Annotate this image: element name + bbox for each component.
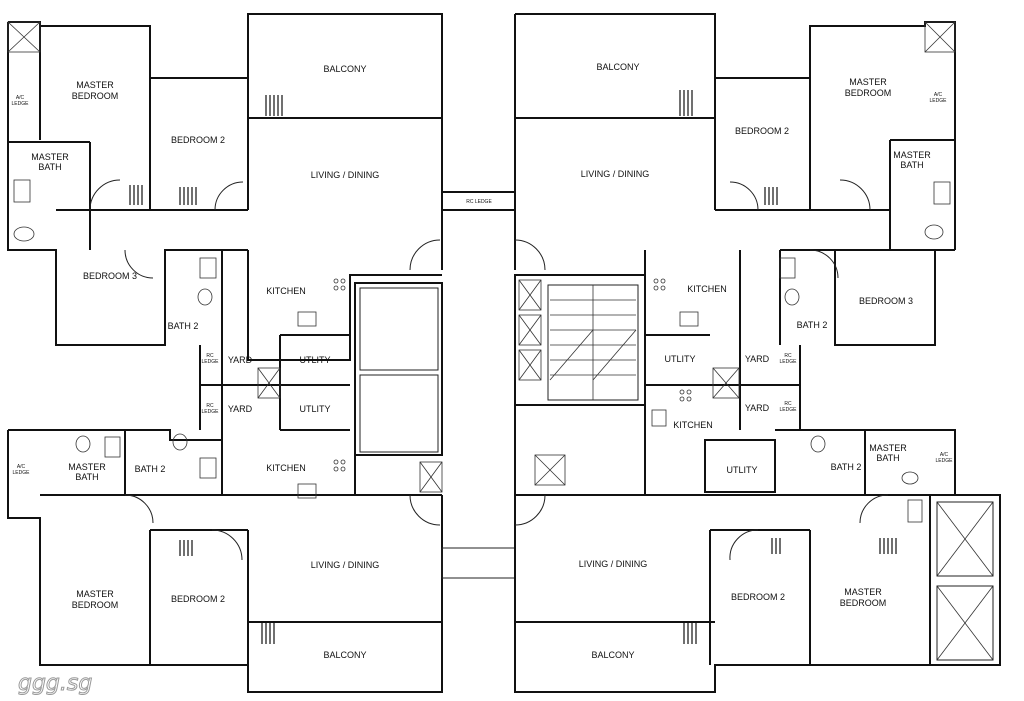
- label-ac-ledge-bottom-right-l2: LEDGE: [936, 458, 954, 464]
- label-ac-ledge-top-left-l2: LEDGE: [12, 101, 30, 107]
- label-rc-ledge-left-1-l1: RC: [206, 353, 214, 359]
- label-living-bottom-left: LIVING / DINING: [311, 560, 380, 570]
- label-master-bath-top-right-l1: MASTER: [893, 150, 931, 160]
- label-ac-ledge-bottom-left-l2: LEDGE: [13, 470, 31, 476]
- label-bedroom3-right: BEDROOM 3: [859, 296, 913, 306]
- label-ac-ledge-top-left-l1: A/C: [16, 95, 25, 101]
- room-labels: BALCONY MASTER BEDROOM BEDROOM 2 LIVING …: [12, 62, 954, 660]
- label-rc-ledge-right-1-l2: LEDGE: [780, 359, 798, 365]
- watermark: ggg.sg: [18, 671, 92, 696]
- label-utility-bottom-left: UTLITY: [299, 404, 330, 414]
- label-balcony-bottom-left: BALCONY: [323, 650, 366, 660]
- label-yard-bottom-right: YARD: [745, 403, 770, 413]
- label-yard-top-left: YARD: [228, 355, 253, 365]
- label-utility-bottom-right: UTLITY: [726, 465, 757, 475]
- label-yard-bottom-left: YARD: [228, 404, 253, 414]
- label-master-bath-bottom-right-l2: BATH: [876, 453, 899, 463]
- label-bedroom3-left: BEDROOM 3: [83, 271, 137, 281]
- label-master-bedroom-bottom-left-l1: MASTER: [76, 589, 114, 599]
- label-master-bedroom-bottom-left-l2: BEDROOM: [72, 600, 119, 610]
- label-rc-ledge-right-2-l1: RC: [784, 401, 792, 407]
- label-rc-ledge-bridge: RC LEDGE: [466, 199, 492, 205]
- label-master-bedroom-top-right-l2: BEDROOM: [845, 88, 892, 98]
- label-bedroom2-top-left: BEDROOM 2: [171, 135, 225, 145]
- label-kitchen-bottom-left: KITCHEN: [266, 463, 306, 473]
- label-ac-ledge-top-right-l2: LEDGE: [930, 98, 948, 104]
- label-master-bedroom-bottom-right-l2: BEDROOM: [840, 598, 887, 608]
- label-bedroom2-bottom-left: BEDROOM 2: [171, 594, 225, 604]
- label-bath2-top-left: BATH 2: [168, 321, 199, 331]
- label-master-bedroom-top-right-l1: MASTER: [849, 77, 887, 87]
- label-rc-ledge-left-2-l2: LEDGE: [202, 409, 220, 415]
- label-yard-top-right: YARD: [745, 354, 770, 364]
- label-rc-ledge-right-1-l1: RC: [784, 353, 792, 359]
- label-master-bedroom-top-left-l2: BEDROOM: [72, 91, 119, 101]
- label-utility-top-left: UTLITY: [299, 355, 330, 365]
- label-ac-ledge-top-right-l1: A/C: [934, 92, 943, 98]
- label-master-bedroom-top-left-l1: MASTER: [76, 80, 114, 90]
- label-kitchen-top-left: KITCHEN: [266, 286, 306, 296]
- label-bedroom2-top-right: BEDROOM 2: [735, 126, 789, 136]
- label-master-bath-top-left-l2: BATH: [38, 162, 61, 172]
- label-bath2-bottom-left: BATH 2: [135, 464, 166, 474]
- label-master-bath-bottom-left-l2: BATH: [75, 472, 98, 482]
- label-living-bottom-right: LIVING / DINING: [579, 559, 648, 569]
- label-rc-ledge-left-2-l1: RC: [206, 403, 214, 409]
- label-master-bedroom-bottom-right-l1: MASTER: [844, 587, 882, 597]
- label-utility-top-right: UTLITY: [664, 354, 695, 364]
- label-balcony-top-right: BALCONY: [596, 62, 639, 72]
- label-master-bath-top-left-l1: MASTER: [31, 152, 69, 162]
- label-rc-ledge-left-1-l2: LEDGE: [202, 359, 220, 365]
- label-master-bath-top-right-l2: BATH: [900, 160, 923, 170]
- walls: [7, 13, 1001, 693]
- fixtures: [7, 21, 994, 661]
- label-ac-ledge-bottom-right-l1: A/C: [940, 452, 949, 458]
- label-rc-ledge-right-2-l2: LEDGE: [780, 407, 798, 413]
- label-living-top-left: LIVING / DINING: [311, 170, 380, 180]
- label-master-bath-bottom-right-l1: MASTER: [869, 443, 907, 453]
- label-balcony-top-left: BALCONY: [323, 64, 366, 74]
- label-bath2-bottom-right: BATH 2: [831, 462, 862, 472]
- label-balcony-bottom-right: BALCONY: [591, 650, 634, 660]
- label-ac-ledge-bottom-left-l1: A/C: [17, 464, 26, 470]
- label-living-top-right: LIVING / DINING: [581, 169, 650, 179]
- label-bath2-top-right: BATH 2: [797, 320, 828, 330]
- doors: [89, 179, 889, 561]
- label-kitchen-bottom-right: KITCHEN: [673, 420, 713, 430]
- label-bedroom2-bottom-right: BEDROOM 2: [731, 592, 785, 602]
- label-kitchen-top-right: KITCHEN: [687, 284, 727, 294]
- label-master-bath-bottom-left-l1: MASTER: [68, 462, 106, 472]
